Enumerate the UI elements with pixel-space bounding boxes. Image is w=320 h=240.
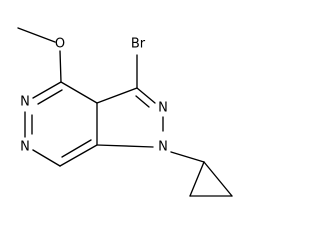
bond-oxygen-c4 <box>59 50 62 83</box>
bonds <box>17 27 233 197</box>
bond-cyclopropyl-right <box>203 161 233 197</box>
bond-n5-c4-outer <box>32 81 62 99</box>
bond-n1-c7a <box>96 144 154 148</box>
pyridazine-n5-label: N <box>20 95 30 110</box>
bond-n1-cyclopropyl <box>170 151 205 163</box>
bond-c7-n6 <box>32 149 61 167</box>
bromine-atom-label: Br <box>131 37 146 52</box>
bond-cyclopropyl-left <box>189 161 205 197</box>
bond-c3-n2-outer <box>136 87 156 104</box>
bond-methyl-oxygen <box>17 27 56 43</box>
bond-c4-c3a <box>60 81 98 104</box>
bond-c7a-c7-outer <box>59 144 98 167</box>
bond-c3-n2-inner <box>135 95 150 108</box>
pyrazole-n2-label: N <box>158 101 168 116</box>
pyrazole-n1-label: N <box>158 140 168 155</box>
pyridazine-n6-label: N <box>20 140 30 155</box>
bond-c7a-c7-inner <box>61 139 92 158</box>
bond-c3a-c3 <box>96 87 138 104</box>
bond-n5-c4-inner <box>37 89 63 105</box>
atom-labels: Br O N N N N <box>20 37 168 155</box>
oxygen-atom-label: O <box>55 37 65 52</box>
chemical-structure-diagram: Br O N N N N <box>17 27 233 197</box>
